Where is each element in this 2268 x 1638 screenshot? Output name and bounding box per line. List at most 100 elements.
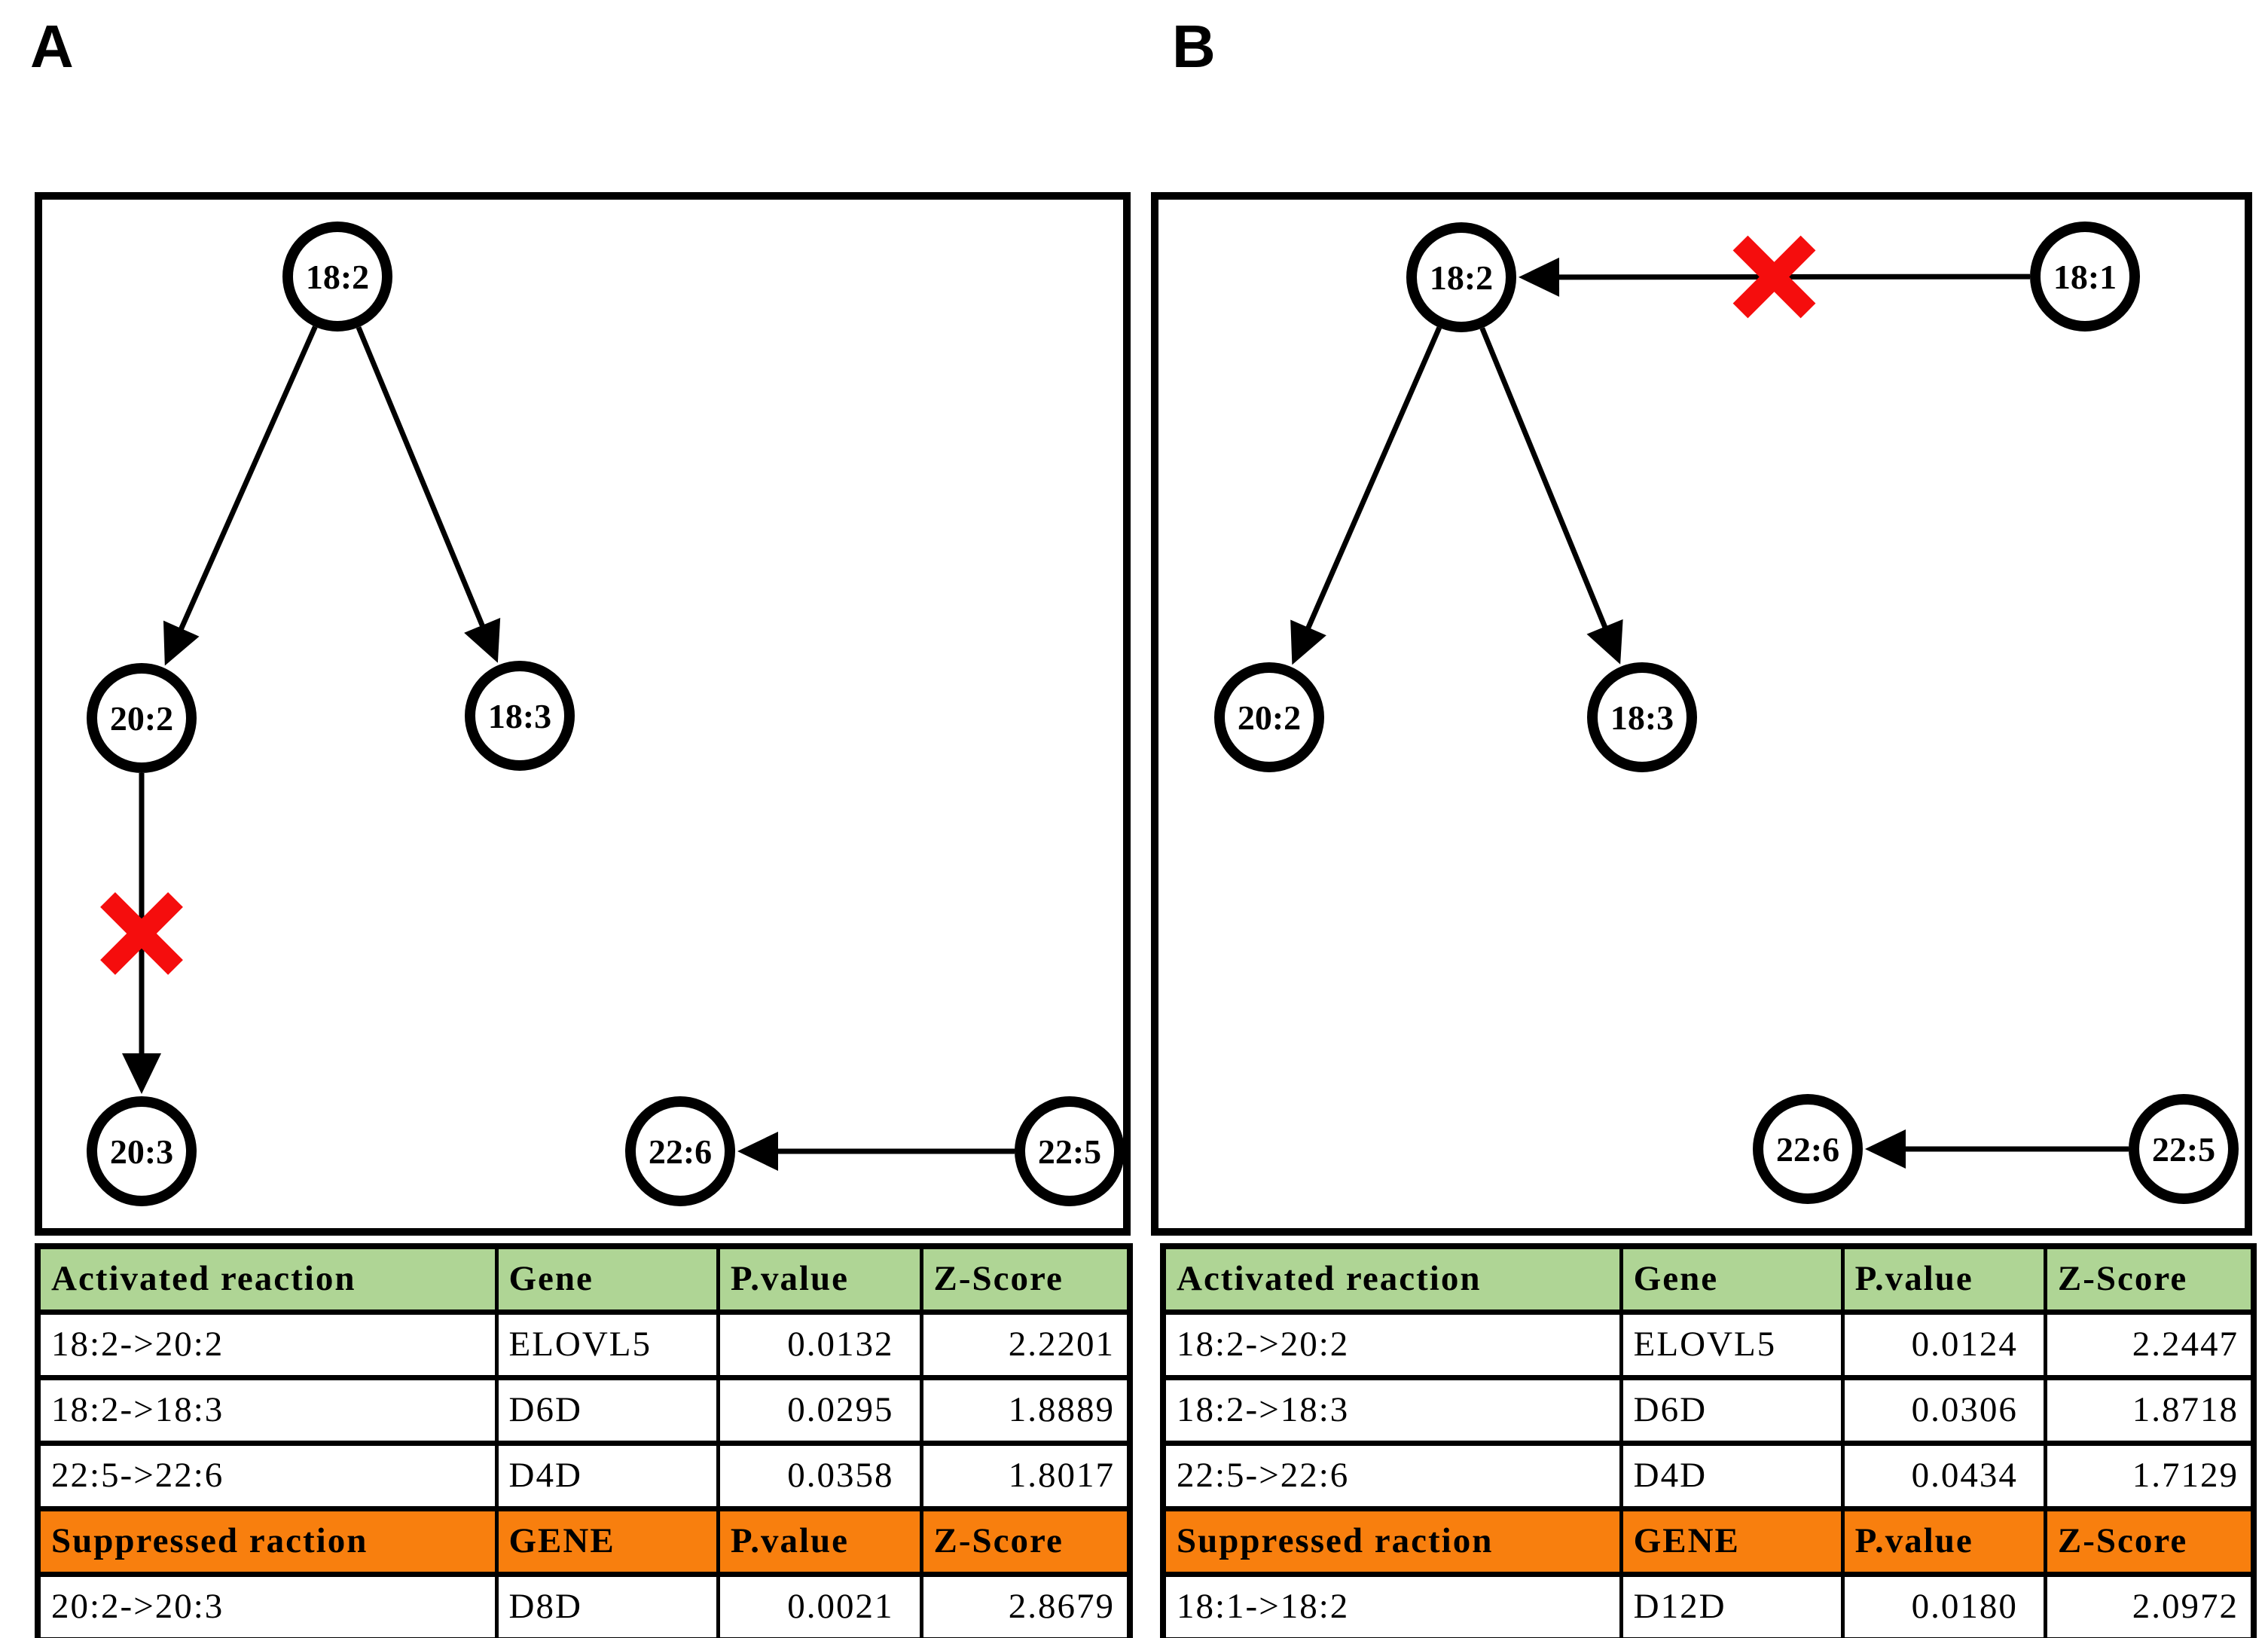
metabolite-node-label: 22:6 bbox=[649, 1132, 712, 1171]
table-header-cell: P.value bbox=[1840, 1506, 2047, 1577]
table-header-cell: Activated reaction bbox=[35, 1243, 499, 1315]
metabolite-node-label: 22:5 bbox=[2152, 1130, 2215, 1169]
metabolite-node-label: 18:2 bbox=[1430, 258, 1493, 297]
panel-b-network-diagram: 18:2 18:1 20:2 18:3 22:6 22:5 bbox=[1151, 192, 2252, 1236]
table-cell: D6D bbox=[1619, 1375, 1845, 1446]
table-cell: 18:2->20:2 bbox=[1161, 1309, 1623, 1380]
table-cell: D4D bbox=[494, 1441, 720, 1511]
table-header-cell: GENE bbox=[494, 1506, 720, 1577]
table-cell: 20:2->20:3 bbox=[35, 1572, 499, 1638]
table-header-cell: Gene bbox=[494, 1243, 720, 1315]
table-cell: 2.2201 bbox=[919, 1309, 1132, 1380]
metabolite-node-label: 20:2 bbox=[1238, 698, 1301, 737]
table-cell: 2.0972 bbox=[2043, 1572, 2256, 1638]
table-cell: 18:1->18:2 bbox=[1161, 1572, 1623, 1638]
metabolite-node-circle bbox=[1406, 222, 1516, 332]
table-header-cell: GENE bbox=[1619, 1506, 1845, 1577]
edge-line bbox=[356, 326, 487, 632]
metabolite-node-circle bbox=[87, 1096, 197, 1206]
table-cell: 0.0295 bbox=[716, 1375, 923, 1446]
table-cell: 22:5->22:6 bbox=[35, 1441, 499, 1511]
table-cell: 18:2->18:3 bbox=[35, 1375, 499, 1446]
metabolite-node-circle bbox=[625, 1096, 735, 1206]
diagram-border bbox=[35, 192, 1131, 1236]
metabolite-node-label: 22:5 bbox=[1038, 1132, 1101, 1171]
blocked-x-icon bbox=[1732, 235, 1816, 319]
table-cell: 2.8679 bbox=[919, 1572, 1132, 1638]
table-cell: ELOVL5 bbox=[494, 1309, 720, 1380]
table-header-cell: P.value bbox=[716, 1506, 923, 1577]
panel-a-label: A bbox=[30, 13, 74, 80]
metabolite-node-circle bbox=[1753, 1094, 1863, 1204]
table-header-cell: P.value bbox=[716, 1243, 923, 1315]
metabolite-node-label: 18:3 bbox=[1610, 698, 1674, 737]
table-header-cell: P.value bbox=[1840, 1243, 2047, 1315]
metabolite-node-circle bbox=[1015, 1096, 1125, 1206]
table-cell: 0.0180 bbox=[1840, 1572, 2047, 1638]
table-cell: 1.8017 bbox=[919, 1441, 1132, 1511]
table-header-cell: Suppressed raction bbox=[35, 1506, 499, 1577]
metabolite-node-label: 18:1 bbox=[2053, 258, 2117, 296]
table-cell: D8D bbox=[494, 1572, 720, 1638]
arrowhead-icon bbox=[122, 1053, 161, 1094]
table-header-cell: Gene bbox=[1619, 1243, 1845, 1315]
metabolite-node-circle bbox=[87, 663, 197, 773]
metabolite-node-circle bbox=[2030, 222, 2140, 332]
metabolite-node-label: 18:2 bbox=[306, 258, 369, 296]
arrowhead-icon bbox=[1865, 1129, 1906, 1169]
metabolite-node-circle bbox=[2129, 1094, 2239, 1204]
arrowhead-icon bbox=[163, 620, 200, 666]
table-cell: 0.0306 bbox=[1840, 1375, 2047, 1446]
metabolite-node-label: 20:3 bbox=[110, 1132, 173, 1171]
metabolite-node-label: 22:6 bbox=[1776, 1130, 1839, 1169]
arrowhead-icon bbox=[1586, 619, 1623, 665]
table-cell: 1.8889 bbox=[919, 1375, 1132, 1446]
table-cell: 0.0132 bbox=[716, 1309, 923, 1380]
table-cell: 0.0358 bbox=[716, 1441, 923, 1511]
table-header-cell: Activated reaction bbox=[1161, 1243, 1623, 1315]
table-cell: 1.8718 bbox=[2043, 1375, 2256, 1446]
arrowhead-icon bbox=[1290, 619, 1326, 665]
metabolite-node-circle bbox=[282, 222, 392, 332]
table-cell: 0.0434 bbox=[1840, 1441, 2047, 1511]
table-header-cell: Z-Score bbox=[2043, 1506, 2256, 1577]
metabolite-node-circle bbox=[465, 661, 575, 771]
table-cell: ELOVL5 bbox=[1619, 1309, 1845, 1380]
edge-line bbox=[1479, 327, 1610, 634]
arrowhead-icon bbox=[737, 1132, 778, 1171]
table-cell: 1.7129 bbox=[2043, 1441, 2256, 1511]
arrowhead-icon bbox=[1519, 257, 1560, 297]
edge-line bbox=[176, 325, 318, 635]
metabolite-node-label: 18:3 bbox=[488, 697, 551, 735]
table-header-cell: Z-Score bbox=[919, 1506, 1132, 1577]
table-header-cell: Z-Score bbox=[919, 1243, 1132, 1315]
blocked-x-icon bbox=[100, 892, 183, 975]
table-header-cell: Z-Score bbox=[2043, 1243, 2256, 1315]
metabolite-node-label: 20:2 bbox=[110, 699, 173, 738]
table-cell: D12D bbox=[1619, 1572, 1845, 1638]
table-cell: D4D bbox=[1619, 1441, 1845, 1511]
table-cell: 0.0021 bbox=[716, 1572, 923, 1638]
table-cell: 18:2->20:2 bbox=[35, 1309, 499, 1380]
table-cell: 2.2447 bbox=[2043, 1309, 2256, 1380]
arrowhead-icon bbox=[464, 617, 501, 663]
table-header-cell: Suppressed raction bbox=[1161, 1506, 1623, 1577]
table-cell: 22:5->22:6 bbox=[1161, 1441, 1623, 1511]
